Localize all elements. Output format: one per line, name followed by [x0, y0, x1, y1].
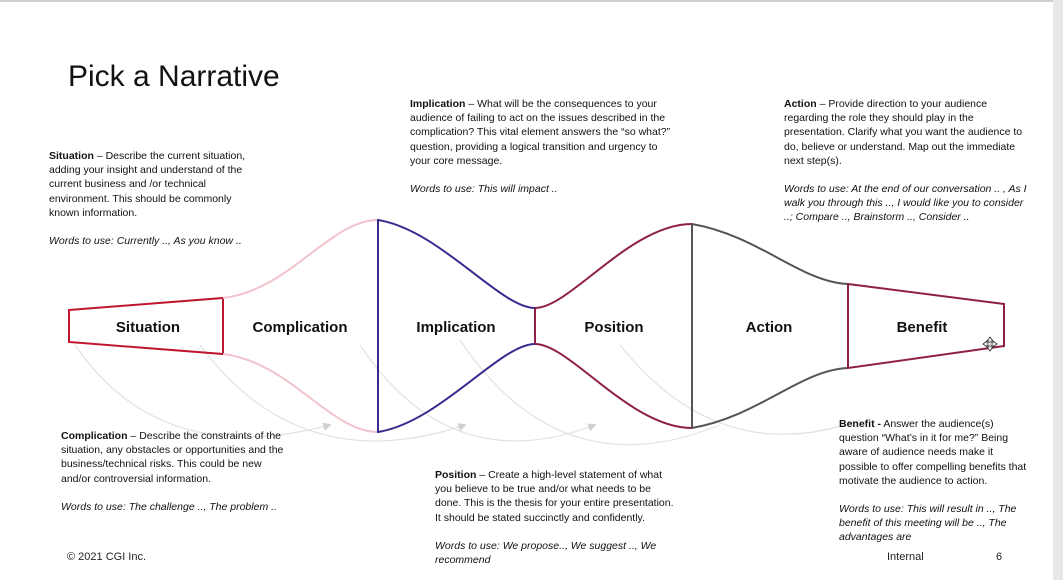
action-heading: Action	[784, 98, 817, 110]
stage-label-action: Action	[746, 319, 793, 336]
situation-body: – Describe the current situation, adding…	[49, 150, 246, 219]
action-text: Action – Provide direction to your audie…	[784, 97, 1029, 168]
move-cursor-icon	[982, 336, 998, 352]
copyright-footer: © 2021 CGI Inc.	[67, 551, 147, 563]
implication-description: Implication – What will be the consequen…	[410, 97, 672, 196]
complication-words: Words to use: The challenge .., The prob…	[61, 500, 277, 513]
slide-title: Pick a Narrative	[68, 60, 280, 93]
complication-description: Complication – Describe the constraints …	[61, 429, 286, 514]
position-heading: Position	[435, 469, 477, 481]
stage-label-position: Position	[584, 319, 643, 336]
benefit-text: Benefit - Answer the audience(s) questio…	[839, 417, 1029, 488]
complication-text: Complication – Describe the constraints …	[61, 429, 286, 486]
position-body: – Create a high-level statement of what …	[435, 469, 674, 524]
position-words: Words to use: We propose.., We suggest .…	[435, 539, 657, 567]
position-text: Position – Create a high-level statement…	[435, 468, 680, 525]
benefit-heading: Benefit -	[839, 418, 881, 430]
window-edge	[1053, 0, 1063, 580]
top-border	[0, 0, 1063, 2]
complication-top-curve	[222, 219, 379, 299]
implication-text: Implication – What will be the consequen…	[410, 97, 672, 168]
action-description: Action – Provide direction to your audie…	[784, 97, 1029, 225]
arc-complication-implication	[199, 344, 467, 442]
implication-body: – What will be the consequences to your …	[410, 98, 671, 167]
benefit-body: Answer the audience(s) question “What’s …	[839, 418, 1027, 487]
action-body: – Provide direction to your audience reg…	[784, 98, 1023, 167]
complication-bottom-curve	[222, 353, 379, 433]
action-words: Words to use: At the end of our conversa…	[784, 183, 1027, 224]
action-top-curve	[691, 223, 849, 285]
implication-words: Words to use: This will impact ..	[410, 183, 558, 196]
implication-heading: Implication	[410, 98, 466, 110]
classification-footer: Internal	[887, 551, 924, 563]
situation-text: Situation – Describe the current situati…	[49, 149, 254, 220]
complication-body: – Describe the constraints of the situat…	[61, 430, 284, 485]
situation-heading: Situation	[49, 150, 94, 162]
benefit-description: Benefit - Answer the audience(s) questio…	[839, 417, 1029, 545]
action-bottom-curve	[691, 367, 849, 429]
benefit-shape	[847, 282, 1005, 370]
page-number: 6	[996, 551, 1003, 563]
stage-label-implication: Implication	[416, 319, 495, 336]
situation-words: Words to use: Currently .., As you know …	[49, 235, 242, 248]
arc-position-action	[459, 339, 721, 446]
connector-arcs	[74, 339, 861, 446]
stage-label-situation: Situation	[116, 319, 180, 336]
situation-description: Situation – Describe the current situati…	[49, 149, 254, 248]
position-bottom-curve	[534, 343, 693, 429]
arc-implication-position	[359, 344, 597, 442]
arc-action-benefit	[619, 344, 861, 435]
complication-heading: Complication	[61, 430, 128, 442]
position-description: Position – Create a high-level statement…	[435, 468, 680, 567]
stage-label-benefit: Benefit	[897, 319, 948, 336]
position-top-curve	[534, 223, 693, 309]
arc-situation-complication	[74, 344, 332, 438]
stage-label-complication: Complication	[252, 319, 347, 336]
benefit-words: Words to use: This will result in .., Th…	[839, 503, 1017, 544]
